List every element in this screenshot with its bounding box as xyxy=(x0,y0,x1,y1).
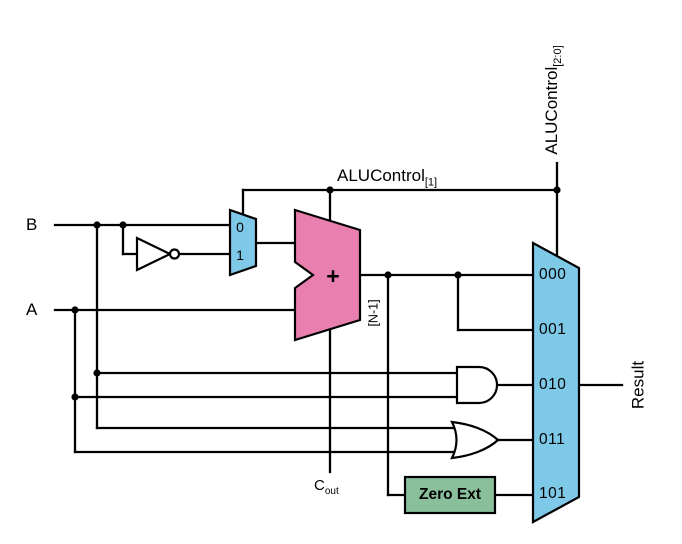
alucontrol1-text: ALUControl xyxy=(337,166,425,185)
junction-dot xyxy=(71,393,79,401)
junction-dot xyxy=(71,306,79,314)
junction-dot xyxy=(454,271,462,279)
adder-shape xyxy=(293,208,362,342)
not-gate-bubble xyxy=(168,248,181,260)
junction-dot xyxy=(326,186,334,194)
junction-dot xyxy=(384,271,392,279)
result-mux-option-010: 010 xyxy=(539,376,567,393)
alucontrol1-label: ALUControl[1] xyxy=(337,166,437,192)
junction-dot xyxy=(93,369,101,377)
nminus1-label: [N-1] xyxy=(366,299,381,327)
result-mux-option-101: 101 xyxy=(539,485,567,502)
wires xyxy=(53,161,624,497)
result-mux-shape xyxy=(531,241,581,524)
junction-dot xyxy=(93,221,101,229)
input-b-label: B xyxy=(26,215,38,234)
carry-out-label: Cout xyxy=(314,476,339,501)
carry-out-subscript: out xyxy=(324,486,339,497)
not-gate xyxy=(135,236,173,272)
invert-mux-option-1: 1 xyxy=(236,247,244,263)
carry-out-text: C xyxy=(314,477,325,494)
junction-dots xyxy=(71,186,561,401)
and-gate xyxy=(455,365,499,405)
junction-dot xyxy=(553,186,561,194)
or-gate xyxy=(450,420,500,460)
result-mux-option-011: 011 xyxy=(539,431,566,448)
shapes xyxy=(135,208,581,524)
zero-ext-box xyxy=(403,475,497,515)
result-mux-option-001: 001 xyxy=(539,321,567,338)
junction-dot xyxy=(119,221,127,229)
invert-mux-option-0: 0 xyxy=(236,219,244,235)
alucontrol20-label: ALUControl[2:0] xyxy=(542,45,568,154)
alucontrol20-subscript: [2:0] xyxy=(552,45,565,67)
zero-ext-label: Zero Ext xyxy=(418,486,482,503)
result-label: Result xyxy=(628,360,648,410)
alucontrol1-subscript: [1] xyxy=(424,176,438,189)
invert-mux-shape xyxy=(228,208,258,277)
input-a-label: A xyxy=(26,300,38,319)
adder-plus-symbol: + xyxy=(326,263,340,289)
result-mux-option-000: 000 xyxy=(539,266,567,283)
alucontrol20-text: ALUControl xyxy=(541,66,561,155)
